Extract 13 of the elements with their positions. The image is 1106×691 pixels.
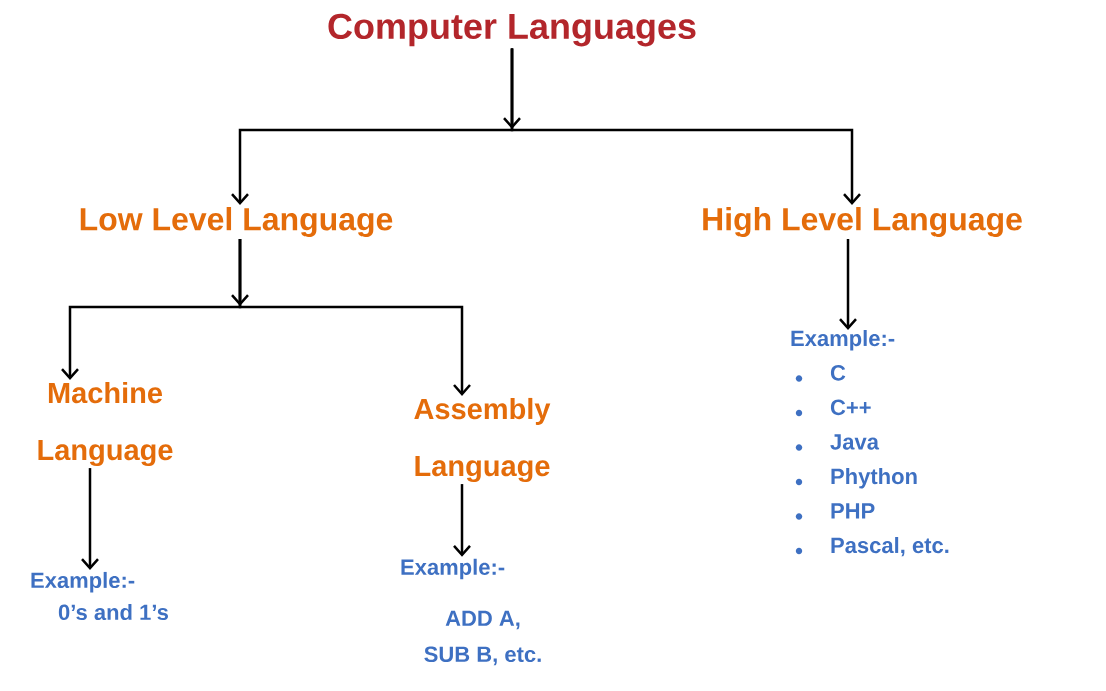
example-text: Example:- ADD A, SUB B, etc. (401, 558, 541, 666)
category-label: Machine Language (38, 381, 173, 467)
category-label: High Level Language (703, 207, 1022, 237)
arrow (81, 468, 99, 570)
category-label: Low Level Language (80, 207, 393, 237)
arrow (839, 239, 857, 330)
title: Computer Languages (328, 13, 696, 47)
arrow (231, 239, 249, 306)
example-list: Example:- C C++ Java Phython PHP Pascal, etc. (791, 330, 949, 557)
example-text: Example:- 0’s and 1’s (31, 571, 168, 621)
arrow (503, 48, 521, 129)
arrow (453, 484, 471, 557)
category-label: Assembly Language (414, 397, 551, 483)
